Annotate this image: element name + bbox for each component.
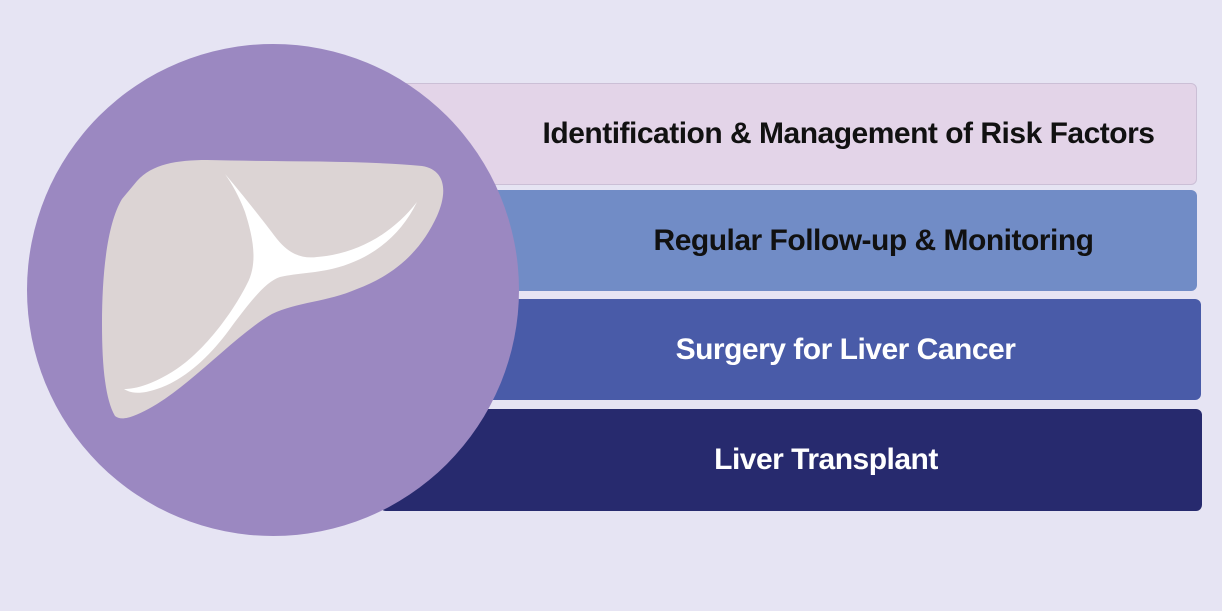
liver-icon — [102, 160, 444, 419]
item-label: Identification & Management of Risk Fact… — [542, 117, 1155, 150]
item-risk-factors: Identification & Management of Risk Fact… — [380, 83, 1197, 185]
item-transplant: Liver Transplant — [380, 409, 1202, 511]
item-label: Surgery for Liver Cancer — [675, 332, 1016, 366]
liver-circle — [27, 44, 519, 536]
item-label: Liver Transplant — [714, 443, 938, 476]
item-follow-up: Regular Follow-up & Monitoring — [380, 190, 1197, 291]
item-label: Regular Follow-up & Monitoring — [653, 223, 1094, 257]
